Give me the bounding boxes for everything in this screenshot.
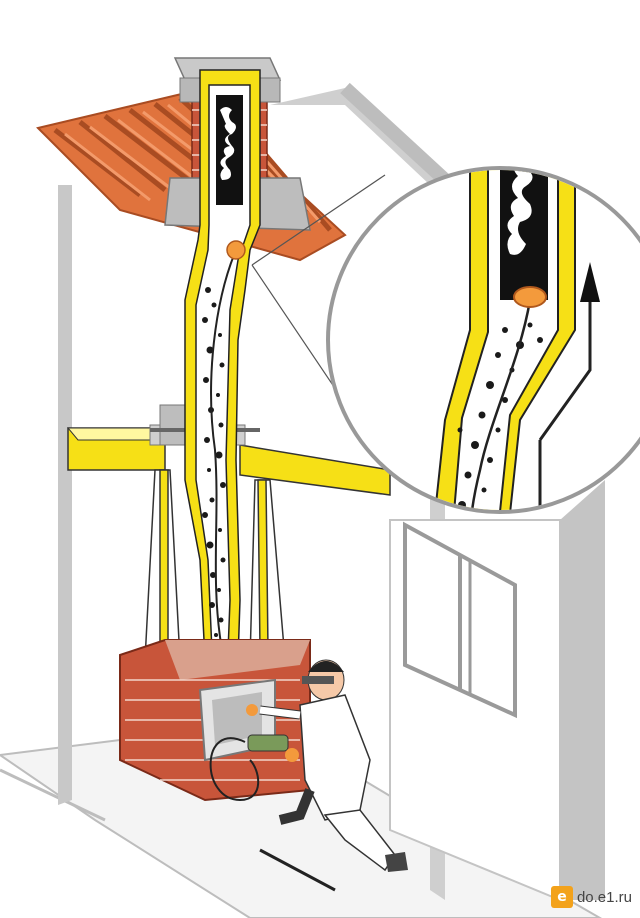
window [403, 521, 517, 719]
cleaning-brush [226, 240, 246, 260]
watermark: e do.e1.ru [550, 886, 632, 908]
up-arrow-icon [580, 262, 600, 302]
cleaning-rod [259, 848, 336, 892]
cleaning-cable [210, 249, 237, 651]
fireplace [119, 639, 311, 802]
right-wall [560, 480, 605, 900]
soot-deposits [202, 287, 226, 637]
magnified-detail [326, 166, 640, 514]
worker [209, 659, 408, 872]
e1-logo-icon: e [550, 886, 573, 908]
watermark-text: do.e1.ru [576, 888, 632, 906]
left-wall [58, 185, 72, 805]
